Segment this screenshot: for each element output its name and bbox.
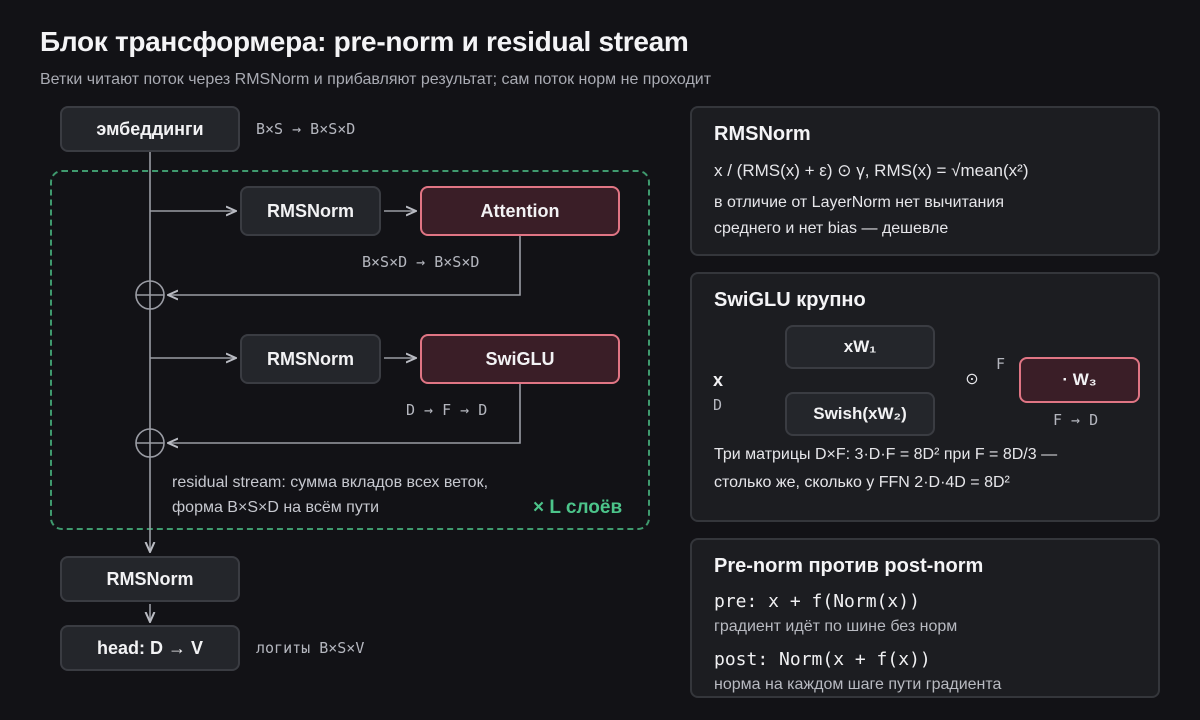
rmsnorm-card: RMSNorm x / (RMS(x) + ε) ⊙ γ, RMS(x) = √… (690, 106, 1160, 256)
layer-repeat-frame (50, 170, 650, 530)
attention-rmsnorm-node: RMSNorm (240, 186, 381, 236)
logits-shape: логиты B×S×V (256, 639, 365, 657)
swiglu-note-2: столько же, сколько у FFN 2·D·4D = 8D² (714, 474, 1010, 491)
page-title: Блок трансформера: pre-norm и residual s… (40, 26, 689, 57)
head-node: head: D → V (60, 625, 240, 671)
final-rmsnorm-node: RMSNorm (60, 556, 240, 602)
rmsnorm-card-title: RMSNorm (714, 123, 811, 145)
prenorm-formula: pre: x + f(Norm(x)) (714, 591, 920, 612)
rmsnorm-note-1: в отличие от LayerNorm нет вычитания (714, 194, 1004, 211)
postnorm-formula: post: Norm(x + f(x)) (714, 649, 931, 670)
swiglu-card-title: SwiGLU крупно (714, 289, 866, 311)
swiglu-output-shape: F → D (1053, 411, 1099, 429)
swiglu-multiply-symbol: ⊙ (965, 371, 979, 388)
embeddings-node: эмбеддинги (60, 106, 240, 152)
swiglu-input-dim: D (713, 396, 723, 414)
layer-repeat-label: × L слоёв (533, 497, 623, 518)
prenorm-note: градиент идёт по шине без норм (714, 618, 958, 635)
swiglu-shape: D → F → D (406, 401, 488, 419)
swiglu-output-node: · W₃ (1019, 357, 1140, 403)
residual-stream-note: residual stream: сумма вкладов всех вето… (172, 474, 489, 516)
swiglu-gate-b: Swish(xW₂) (785, 392, 935, 436)
rmsnorm-note-2: среднего и нет bias — дешевле (714, 220, 949, 237)
prenorm-postnorm-card: Pre-norm против post-norm pre: x + f(Nor… (690, 538, 1160, 698)
rmsnorm-formula: x / (RMS(x) + ε) ⊙ γ, RMS(x) = √mean(x²) (714, 161, 1029, 180)
swiglu-rmsnorm-node: RMSNorm (240, 334, 381, 384)
swiglu-gate-a: xW₁ (785, 325, 935, 369)
attention-shape: B×S×D → B×S×D (362, 253, 480, 271)
swiglu-input-label: x (713, 370, 724, 390)
swiglu-node: SwiGLU (420, 334, 620, 384)
swiglu-mid-dim: F (996, 355, 1006, 373)
prepost-card-title: Pre-norm против post-norm (714, 555, 984, 577)
postnorm-note: норма на каждом шаге пути градиента (714, 676, 1002, 693)
page-subtitle: Ветки читают поток через RMSNorm и приба… (40, 71, 712, 88)
attention-node: Attention (420, 186, 620, 236)
swiglu-note-1: Три матрицы D×F: 3·D·F = 8D² при F = 8D/… (714, 446, 1058, 463)
embeddings-shape: B×S → B×S×D (256, 120, 356, 138)
